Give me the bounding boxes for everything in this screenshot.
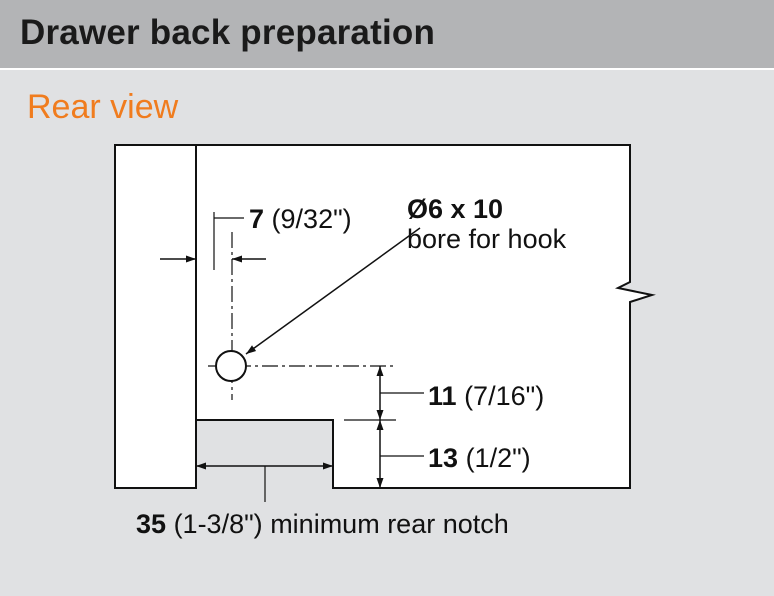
notch-width-label: 35 (1-3/8") minimum rear notch [136, 511, 509, 538]
bore-size: Ø6 x 10 [407, 194, 504, 224]
bore-height-imperial: (7/16") [464, 381, 545, 411]
notch-height-label: 13 (1/2") [428, 445, 531, 472]
offset-value: 7 [249, 204, 265, 234]
notch-height-value: 13 [428, 443, 459, 473]
offset-imperial: (9/32") [271, 204, 352, 234]
bore-height-label: 11 (7/16") [428, 383, 544, 410]
offset-label: 7 (9/32") [249, 206, 352, 233]
notch-width-description: minimum rear notch [270, 509, 509, 539]
bore-hole [215, 350, 247, 382]
bore-title: Ø6 x 10 [407, 196, 503, 223]
bore-height-value: 11 [428, 381, 457, 411]
notch-width-imperial: (1-3/8") [173, 509, 263, 539]
notch-height-imperial: (1/2") [465, 443, 531, 473]
notch-width-value: 35 [136, 509, 167, 539]
drawer-back-panel [114, 144, 656, 489]
page-title: Drawer back preparation [20, 13, 436, 52]
view-title: Rear view [27, 88, 179, 126]
bore-leader-arrow [245, 227, 421, 355]
bore-description: bore for hook [407, 224, 567, 254]
header-bar: Drawer back preparation [0, 0, 774, 70]
